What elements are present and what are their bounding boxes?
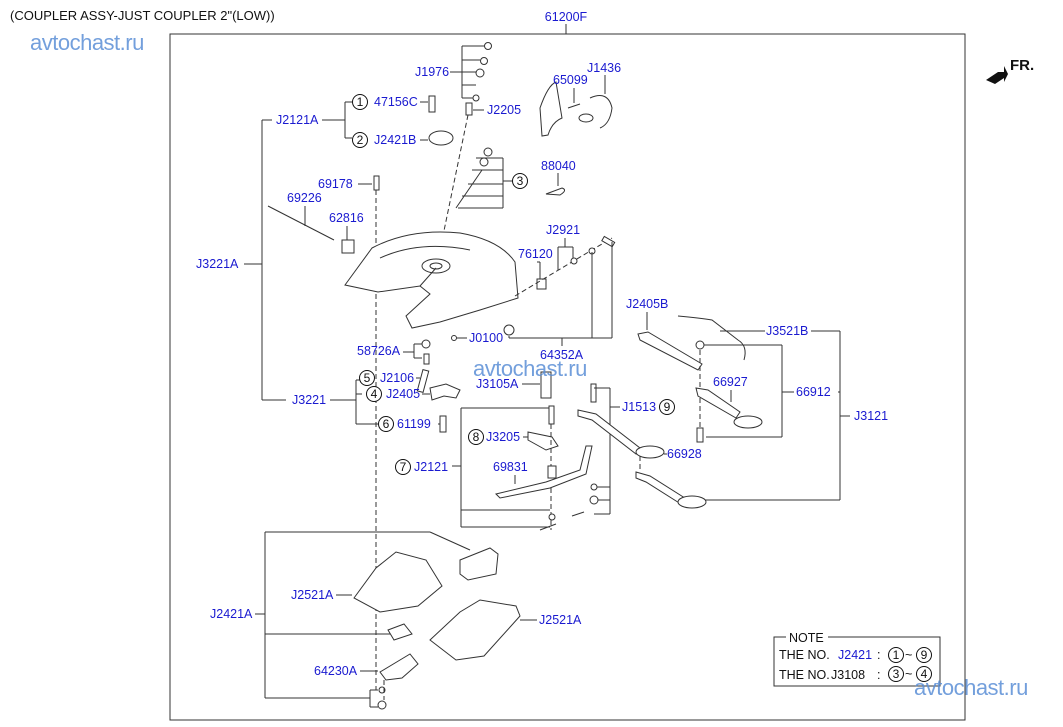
- cover-part: [539, 81, 563, 137]
- label-j3105a[interactable]: J3105A: [476, 377, 519, 391]
- svg-text:9: 9: [921, 648, 928, 662]
- front-direction-label: FR.: [1010, 57, 1034, 74]
- label-j2421b[interactable]: J2421B: [374, 133, 416, 147]
- bracket-j2521a-right: [429, 599, 521, 661]
- svg-text:8: 8: [473, 430, 480, 444]
- watermark-bottom-right: avtochast.ru: [914, 675, 1028, 700]
- circled-6: [378, 416, 394, 432]
- circled-5: [359, 370, 375, 386]
- label-69178[interactable]: 69178: [318, 177, 353, 191]
- svg-text:1: 1: [893, 648, 900, 662]
- label-64230a[interactable]: 64230A: [314, 664, 358, 678]
- label-j3521b[interactable]: J3521B: [766, 324, 808, 338]
- circled-9: [659, 399, 675, 415]
- label-61200f[interactable]: 61200F: [545, 10, 588, 24]
- svg-text:3: 3: [893, 667, 900, 681]
- label-j2521a-left[interactable]: J2521A: [291, 588, 334, 602]
- label-j2106[interactable]: J2106: [380, 371, 414, 385]
- label-j3205[interactable]: J3205: [486, 430, 520, 444]
- diagram-frame: [169, 33, 966, 721]
- label-j1436[interactable]: J1436: [587, 61, 621, 75]
- circled-4: [366, 386, 382, 402]
- note-row-2-code: J3108: [831, 668, 865, 682]
- watermark-center: avtochast.ru: [473, 356, 587, 381]
- fifth-wheel-plate: [344, 231, 519, 329]
- svg-text:5: 5: [364, 371, 371, 385]
- svg-text::: :: [877, 648, 880, 662]
- note-row-1-code[interactable]: J2421: [838, 648, 872, 662]
- plate-j2421b: [428, 130, 454, 146]
- svg-text:1: 1: [357, 95, 364, 109]
- bracket-64230a: [379, 653, 419, 681]
- label-j2521a-right[interactable]: J2521A: [539, 613, 582, 627]
- circled-8: [468, 429, 484, 445]
- bracket-j2521a-left: [353, 551, 443, 613]
- svg-text:~: ~: [905, 667, 912, 681]
- label-j2205[interactable]: J2205: [487, 103, 521, 117]
- label-j2921[interactable]: J2921: [546, 223, 580, 237]
- label-69831[interactable]: 69831: [493, 460, 528, 474]
- label-62816[interactable]: 62816: [329, 211, 364, 225]
- svg-text:~: ~: [905, 648, 912, 662]
- note-row-2-prefix: THE NO.: [779, 668, 830, 682]
- label-j2121[interactable]: J2121: [414, 460, 448, 474]
- label-j1513[interactable]: J1513: [622, 400, 656, 414]
- label-j0100[interactable]: J0100: [469, 331, 503, 345]
- label-j3221[interactable]: J3221: [292, 393, 326, 407]
- label-47156c[interactable]: 47156C: [374, 95, 418, 109]
- label-j3221a[interactable]: J3221A: [196, 257, 239, 271]
- label-66928[interactable]: 66928: [667, 447, 702, 461]
- label-65099[interactable]: 65099: [553, 73, 588, 87]
- diagram-title: (COUPLER ASSY-JUST COUPLER 2"(LOW)): [10, 8, 275, 23]
- bolt-47156c: [428, 95, 436, 113]
- label-j2405[interactable]: J2405: [386, 387, 420, 401]
- label-j1976[interactable]: J1976: [415, 65, 449, 79]
- svg-text:4: 4: [371, 387, 378, 401]
- note-box: NOTE THE NO. J2421 : 1 ~ 9 THE NO. J3108…: [773, 631, 941, 687]
- svg-text:6: 6: [383, 417, 390, 431]
- circled-2: [352, 132, 368, 148]
- label-88040[interactable]: 88040: [541, 159, 576, 173]
- label-58726a[interactable]: 58726A: [357, 344, 401, 358]
- note-row-1-prefix: THE NO.: [779, 648, 830, 662]
- label-66927[interactable]: 66927: [713, 375, 748, 389]
- label-j3121[interactable]: J3121: [854, 409, 888, 423]
- label-66912[interactable]: 66912: [796, 385, 831, 399]
- front-direction-arrow-icon: [986, 66, 1008, 84]
- label-64352a[interactable]: 64352A: [540, 348, 584, 362]
- note-heading: NOTE: [789, 631, 824, 645]
- label-69226[interactable]: 69226: [287, 191, 322, 205]
- release-lever: [495, 445, 593, 499]
- watermark-top-left: avtochast.ru: [30, 30, 144, 55]
- label-j2405b[interactable]: J2405B: [626, 297, 668, 311]
- svg-text:9: 9: [664, 400, 671, 414]
- circled-7: [395, 459, 411, 475]
- circled-3: [512, 173, 528, 189]
- svg-text:3: 3: [517, 174, 524, 188]
- label-j2121a[interactable]: J2121A: [276, 113, 319, 127]
- svg-text:4: 4: [921, 667, 928, 681]
- svg-text::: :: [877, 668, 880, 682]
- circled-1: [352, 94, 368, 110]
- svg-text:7: 7: [400, 460, 407, 474]
- label-j2421a[interactable]: J2421A: [210, 607, 253, 621]
- label-76120[interactable]: 76120: [518, 247, 553, 261]
- wear-pad: [459, 547, 499, 581]
- label-61199[interactable]: 61199: [397, 417, 431, 431]
- svg-text:2: 2: [357, 133, 364, 147]
